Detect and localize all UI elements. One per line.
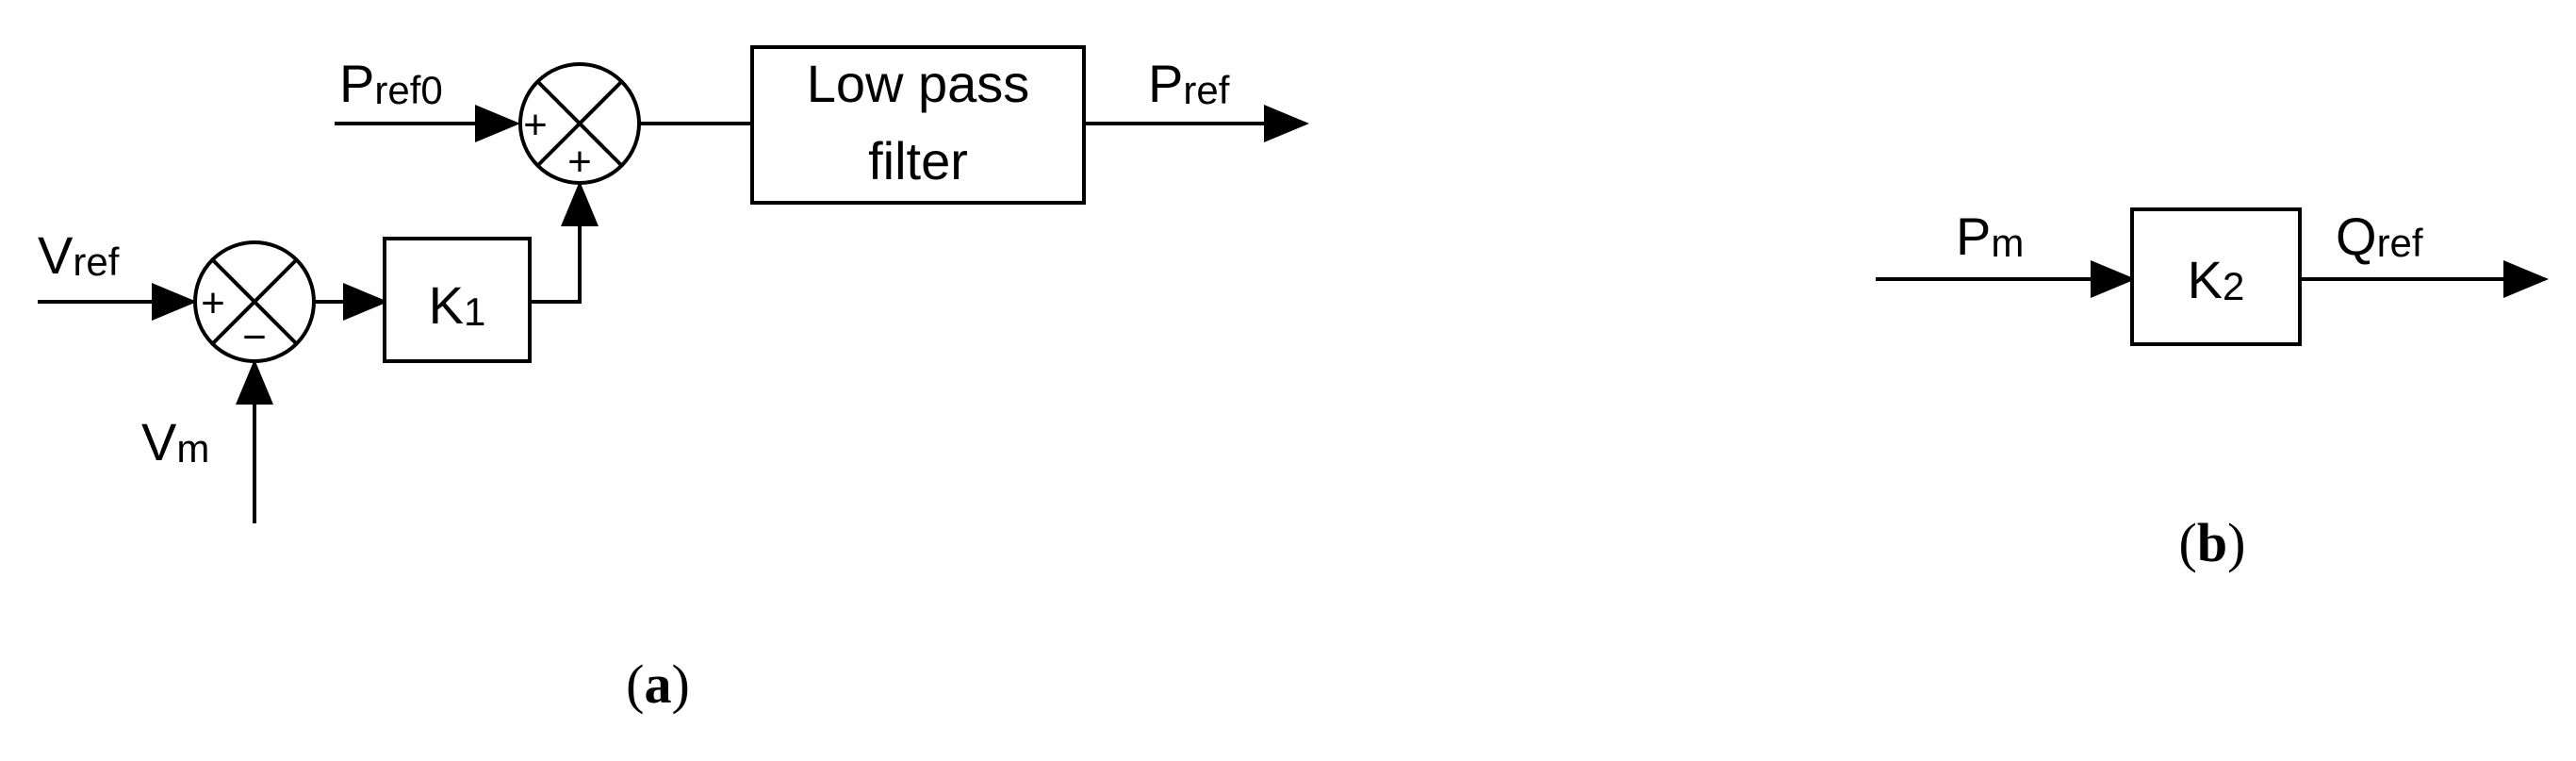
caption-b: (b) (2179, 512, 2246, 573)
sum-top-sign-left: + (523, 102, 548, 148)
low-pass-filter-block: Low pass filter (750, 45, 1086, 205)
q-ref-output-label: Qref (2336, 207, 2423, 266)
panel-a: Pref0 + + Low pass filter Pref Vref (38, 45, 1309, 715)
sum-bottom-sign-left: + (201, 280, 225, 326)
v-ref-label: Vref (38, 225, 120, 285)
p-ref-output-label: Pref (1148, 54, 1230, 113)
p-m-label: Pm (1956, 207, 2024, 266)
sum-bottom-sign-bottom: − (242, 314, 267, 360)
p-ref0-label: Pref0 (339, 54, 443, 113)
caption-a: (a) (626, 653, 690, 715)
filter-label-line1: Low pass (807, 54, 1030, 113)
summing-junction-bottom: + − (193, 240, 316, 363)
summing-junction-top: + + (518, 62, 641, 185)
filter-label-line2: filter (868, 131, 968, 190)
gain-block-k2: K2 (2130, 207, 2302, 346)
gain-block-k1: K1 (383, 237, 532, 363)
v-m-label: Vm (141, 412, 209, 471)
sum-top-sign-bottom: + (567, 139, 592, 185)
k1-to-sum-arrow (530, 181, 599, 304)
k2-label: K2 (2188, 250, 2245, 309)
k1-label: K1 (429, 275, 486, 335)
panel-b: Pm K2 Qref (b) (1876, 207, 2549, 573)
